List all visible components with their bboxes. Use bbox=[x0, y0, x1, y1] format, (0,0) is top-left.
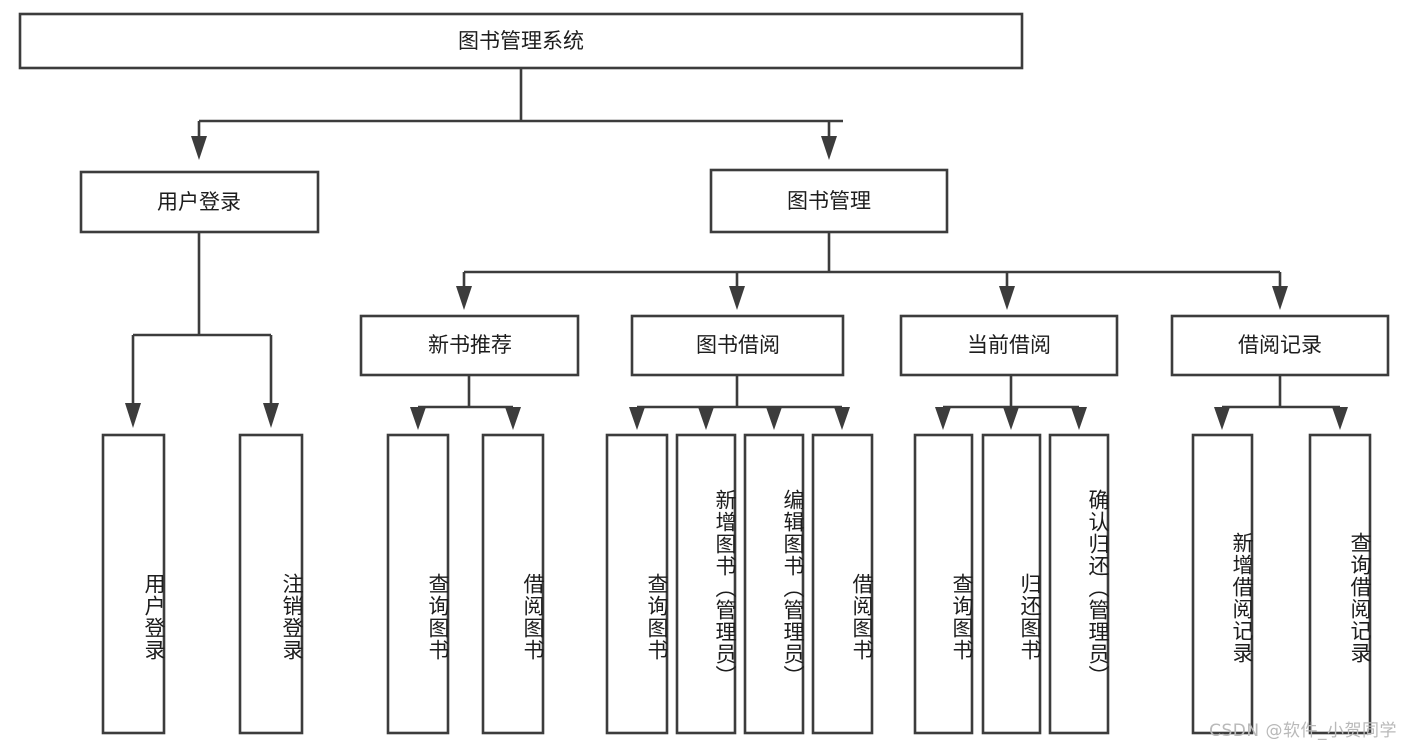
arrow-head-borrow-record bbox=[1272, 286, 1288, 310]
arrow-head-leaf-edit-book bbox=[766, 407, 782, 430]
arrow-head-current-borrow bbox=[999, 286, 1015, 310]
node-user-login-label: 用户登录 bbox=[157, 190, 241, 214]
node-user-login[interactable]: 用户登录 bbox=[79, 170, 320, 234]
connector-layer bbox=[125, 68, 1348, 430]
arrow-head-leaf-query-record bbox=[1332, 407, 1348, 430]
arrow-head-leaf-borrow-book-1 bbox=[505, 407, 521, 430]
leaf-box-confirm-return[interactable] bbox=[1048, 433, 1110, 735]
arrow-head-leaf-return-book bbox=[1003, 407, 1019, 430]
arrow-head-leaf-user-login bbox=[125, 403, 141, 428]
node-book-management-box[interactable] bbox=[709, 168, 949, 234]
node-book-borrow[interactable]: 图书借阅 bbox=[630, 314, 845, 377]
node-root-label: 图书管理系统 bbox=[458, 29, 584, 53]
arrow-head-user-login bbox=[191, 136, 207, 160]
leaf-box-add-book[interactable] bbox=[675, 433, 737, 735]
arrow-head-new-book bbox=[456, 286, 472, 310]
arrow-head-book-mgmt bbox=[821, 136, 837, 160]
node-new-book-recommend-box[interactable] bbox=[359, 314, 580, 377]
watermark-text: CSDN @软件_小贺同学 bbox=[1209, 721, 1397, 741]
node-borrow-record-label: 借阅记录 bbox=[1238, 333, 1322, 357]
node-current-borrow-box[interactable] bbox=[899, 314, 1119, 377]
arrow-head-book-borrow bbox=[729, 286, 745, 310]
leaf-box-logout[interactable] bbox=[238, 433, 304, 735]
arrow-head-leaf-query-book-2 bbox=[629, 407, 645, 430]
node-book-management-label: 图书管理 bbox=[787, 189, 871, 213]
leaf-box-query-book-1[interactable] bbox=[386, 433, 450, 735]
leaf-box-add-record[interactable] bbox=[1191, 433, 1254, 735]
leaf-box-return-book[interactable] bbox=[981, 433, 1042, 735]
leaf-box-query-book-2[interactable] bbox=[605, 433, 669, 735]
node-current-borrow[interactable]: 当前借阅 bbox=[899, 314, 1119, 377]
leaf-box-edit-book[interactable] bbox=[743, 433, 805, 735]
arrow-head-leaf-add-book bbox=[698, 407, 714, 430]
node-new-book-recommend-label: 新书推荐 bbox=[428, 333, 512, 357]
node-user-login-box[interactable] bbox=[79, 170, 320, 234]
leaf-box-query-book-3[interactable] bbox=[913, 433, 974, 735]
arrow-head-leaf-add-record bbox=[1214, 407, 1230, 430]
node-book-borrow-box[interactable] bbox=[630, 314, 845, 377]
arrow-head-leaf-confirm-return bbox=[1071, 407, 1087, 430]
leaf-box-layer bbox=[101, 433, 1372, 735]
node-root[interactable]: 图书管理系统 bbox=[18, 12, 1024, 70]
arrow-head-leaf-query-book-1 bbox=[410, 407, 426, 430]
node-borrow-record[interactable]: 借阅记录 bbox=[1170, 314, 1390, 377]
node-new-book-recommend[interactable]: 新书推荐 bbox=[359, 314, 580, 377]
arrow-head-leaf-logout bbox=[263, 403, 279, 428]
arrow-head-leaf-borrow-book-2 bbox=[834, 407, 850, 430]
leaf-box-user-login[interactable] bbox=[101, 433, 166, 735]
node-book-management[interactable]: 图书管理 bbox=[709, 168, 949, 234]
leaf-box-borrow-book-1[interactable] bbox=[481, 433, 545, 735]
arrow-head-leaf-query-book-3 bbox=[935, 407, 951, 430]
node-borrow-record-box[interactable] bbox=[1170, 314, 1390, 377]
leaf-box-query-record[interactable] bbox=[1308, 433, 1372, 735]
node-root-box[interactable] bbox=[18, 12, 1024, 70]
node-current-borrow-label: 当前借阅 bbox=[967, 333, 1051, 357]
leaf-box-borrow-book-2[interactable] bbox=[811, 433, 874, 735]
node-book-borrow-label: 图书借阅 bbox=[696, 333, 780, 357]
